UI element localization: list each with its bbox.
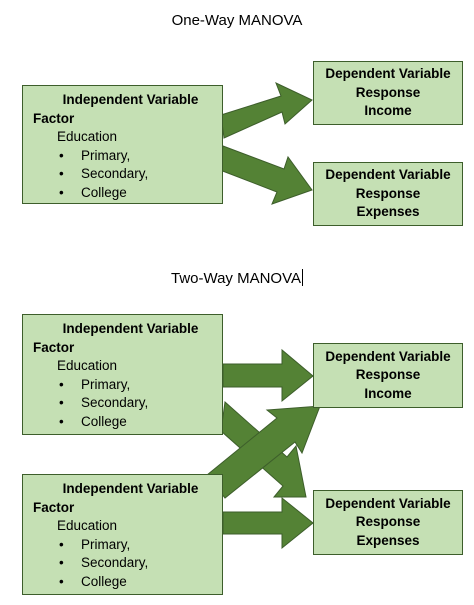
oneway-dependent-expenses-box: Dependent Variable Response Expenses (313, 162, 463, 226)
list-item: • Secondary, (33, 165, 214, 184)
list-item: • Primary, (33, 536, 214, 555)
iv-factor-label: Factor (33, 339, 75, 355)
level-label: Primary, (81, 376, 131, 392)
iv-levels-list: • Primary, • Secondary, • College (33, 147, 214, 203)
level-label: Secondary, (81, 395, 149, 411)
one-way-title: One-Way MANOVA (0, 12, 474, 29)
iv-heading: Independent Variable (62, 92, 199, 107)
list-item: • College (33, 573, 214, 592)
arrow-oneway-iv-to-income (220, 82, 313, 139)
text-cursor (302, 269, 303, 286)
level-label: Secondary, (81, 555, 149, 571)
list-item: • Secondary, (33, 394, 214, 413)
dv-heading: Dependent Variable (325, 348, 451, 364)
iv-factor-label: Factor (33, 110, 75, 126)
arrow-twoway-iv2-to-expenses (222, 496, 314, 550)
level-label: College (81, 184, 127, 200)
list-item: • College (33, 413, 214, 432)
bullet-icon: • (59, 147, 64, 163)
level-label: College (81, 573, 127, 589)
two-way-title-text: Two-Way MANOVA (170, 270, 301, 287)
list-item: • Primary, (33, 147, 214, 166)
dv-name: Expenses (356, 204, 420, 220)
dv-type: Response (355, 185, 421, 201)
dv-heading: Dependent Variable (325, 495, 451, 511)
iv-factor-name: Education (57, 129, 118, 145)
iv-factor-name: Education (57, 358, 118, 374)
oneway-independent-box: Independent Variable Factor Education • P… (22, 85, 223, 204)
iv-heading: Independent Variable (62, 321, 199, 336)
one-way-title-text: One-Way MANOVA (171, 12, 303, 29)
twoway-independent-box-2: Independent Variable Factor Education • P… (22, 474, 223, 595)
iv-levels-list: • Primary, • Secondary, • College (33, 376, 214, 432)
bullet-icon: • (59, 376, 64, 392)
twoway-dependent-expenses-box: Dependent Variable Response Expenses (313, 490, 463, 555)
iv-levels-list: • Primary, • Secondary, • College (33, 536, 214, 592)
level-label: Primary, (81, 536, 131, 552)
oneway-dependent-income-box: Dependent Variable Response Income (313, 61, 463, 125)
dv-type: Response (355, 514, 421, 530)
arrow-oneway-iv-to-expenses (219, 145, 313, 205)
list-item: • Primary, (33, 376, 214, 395)
dv-type: Response (355, 367, 421, 383)
level-label: Secondary, (81, 166, 149, 182)
dv-type: Response (355, 84, 421, 100)
dv-name: Expenses (356, 532, 420, 548)
level-label: College (81, 413, 127, 429)
list-item: • College (33, 184, 214, 203)
arrow-twoway-iv2-to-income (206, 405, 321, 499)
bullet-icon: • (59, 184, 64, 200)
iv-factor-name: Education (57, 518, 118, 534)
dv-heading: Dependent Variable (325, 167, 451, 183)
bullet-icon: • (59, 395, 64, 411)
iv-factor-label: Factor (33, 499, 75, 515)
level-label: Primary, (81, 147, 131, 163)
dv-name: Income (364, 103, 412, 119)
list-item: • Secondary, (33, 554, 214, 573)
bullet-icon: • (59, 536, 64, 552)
twoway-dependent-income-box: Dependent Variable Response Income (313, 343, 463, 408)
dv-name: Income (364, 385, 412, 401)
two-way-title: Two-Way MANOVA (0, 269, 474, 287)
bullet-icon: • (59, 413, 64, 429)
iv-heading: Independent Variable (62, 481, 199, 496)
arrow-twoway-iv1-to-income (222, 348, 314, 403)
twoway-independent-box-1: Independent Variable Factor Education • P… (22, 314, 223, 435)
bullet-icon: • (59, 166, 64, 182)
dv-heading: Dependent Variable (325, 66, 451, 82)
bullet-icon: • (59, 573, 64, 589)
bullet-icon: • (59, 555, 64, 571)
